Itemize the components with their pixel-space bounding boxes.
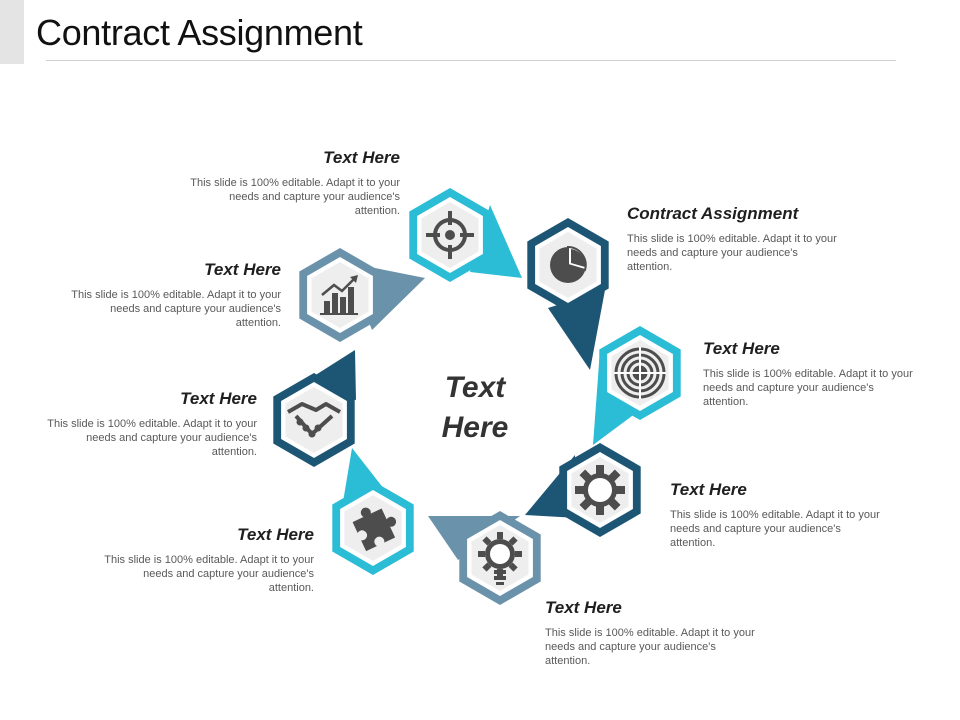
diagram-node-4 [525,443,641,537]
diagram-node-5 [428,511,541,605]
item-heading-5: Text Here [545,598,622,617]
puzzle-icon [352,507,397,552]
diagram-node-2 [527,218,609,370]
item-heading-4: Text Here [670,480,747,499]
item-body-8: This slide is 100% editable. Adapt it to… [71,289,281,329]
diagram-node-8 [299,248,425,342]
item-label-8: Text Here This slide is 100% editable. A… [71,260,281,330]
item-body-2: This slide is 100% editable. Adapt it to… [627,233,837,273]
item-body-3: This slide is 100% editable. Adapt it to… [703,368,913,408]
diagram-node-1 [409,188,522,282]
item-label-5: Text Here This slide is 100% editable. A… [545,598,755,668]
item-body-7: This slide is 100% editable. Adapt it to… [47,418,257,458]
item-heading-7: Text Here [180,389,257,408]
item-label-4: Text Here This slide is 100% editable. A… [670,480,880,550]
bullseye-icon [614,347,666,399]
item-heading-1: Text Here [323,148,400,167]
title-divider [46,60,896,61]
pie-chart-icon [550,245,587,283]
handshake-icon [287,402,341,438]
node-pointer [548,290,605,370]
item-heading-6: Text Here [237,525,314,544]
diagram-node-6 [332,448,414,575]
item-body-1: This slide is 100% editable. Adapt it to… [190,177,400,217]
bar-chart-icon [320,275,358,315]
item-label-2: Contract Assignment This slide is 100% e… [627,204,837,274]
item-body-4: This slide is 100% editable. Adapt it to… [670,509,880,549]
item-label-3: Text Here This slide is 100% editable. A… [703,339,913,409]
item-label-1: Text Here This slide is 100% editable. A… [190,148,400,218]
item-heading-2: Contract Assignment [627,204,799,223]
item-body-6: This slide is 100% editable. Adapt it to… [104,554,314,594]
page-title: Contract Assignment [36,12,363,53]
lightbulb-icon [478,532,522,585]
item-heading-3: Text Here [703,339,780,358]
item-body-5: This slide is 100% editable. Adapt it to… [545,627,755,667]
center-label: Text Here [441,371,509,444]
diagram-node-3 [593,326,681,445]
gear-icon [575,465,625,515]
item-heading-8: Text Here [204,260,281,279]
target-icon [426,211,474,259]
item-label-6: Text Here This slide is 100% editable. A… [104,525,314,595]
diagram-node-7 [273,350,356,467]
title-accent-bar [0,0,24,64]
item-label-7: Text Here This slide is 100% editable. A… [47,389,257,459]
